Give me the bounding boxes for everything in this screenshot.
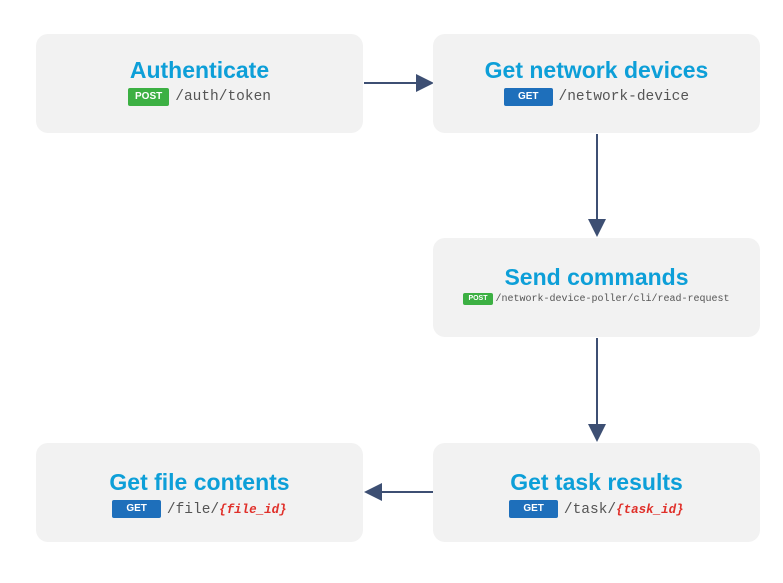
node-title: Authenticate: [129, 57, 270, 83]
method-badge-get: GET: [509, 500, 558, 518]
node-title: Send commands: [504, 264, 689, 290]
endpoint-path: /file/: [166, 502, 220, 518]
node-title: Get network devices: [484, 57, 709, 83]
endpoint-path: /network-device-poller/cli/read-request: [495, 293, 730, 305]
path-param: {task_id}: [616, 503, 684, 517]
node-get-file-contents: Get file contents GET /file/{file_id}: [36, 443, 363, 542]
node-authenticate: Authenticate POST /auth/token: [36, 34, 363, 133]
node-title: Get task results: [510, 469, 683, 495]
endpoint-path: /network-device: [558, 89, 690, 105]
node-get-network-devices: Get network devices GET /network-device: [433, 34, 760, 133]
endpoint: GET /network-device: [433, 88, 760, 106]
path-param: {file_id}: [219, 503, 287, 517]
arrow-send-to-task: [588, 338, 606, 442]
arrow-devices-to-send: [588, 134, 606, 237]
endpoint-path-group: /file/{file_id}: [167, 500, 287, 518]
endpoint: POST /network-device-poller/cli/read-req…: [433, 293, 760, 305]
method-badge-post: POST: [463, 293, 493, 305]
endpoint: GET /file/{file_id}: [36, 500, 363, 518]
arrow-task-to-file: [364, 483, 433, 501]
endpoint-path-group: /task/{task_id}: [564, 500, 684, 518]
method-badge-get: GET: [112, 500, 161, 518]
node-get-task-results: Get task results GET /task/{task_id}: [433, 443, 760, 542]
endpoint-path: /task/: [563, 502, 617, 518]
endpoint: POST /auth/token: [36, 88, 363, 106]
method-badge-get: GET: [503, 88, 553, 106]
node-title: Get file contents: [109, 469, 290, 495]
endpoint: GET /task/{task_id}: [433, 500, 760, 518]
arrow-auth-to-devices: [364, 74, 434, 92]
endpoint-path: /auth/token: [175, 89, 271, 105]
method-badge-post: POST: [128, 88, 170, 106]
node-send-commands: Send commands POST /network-device-polle…: [433, 238, 760, 337]
